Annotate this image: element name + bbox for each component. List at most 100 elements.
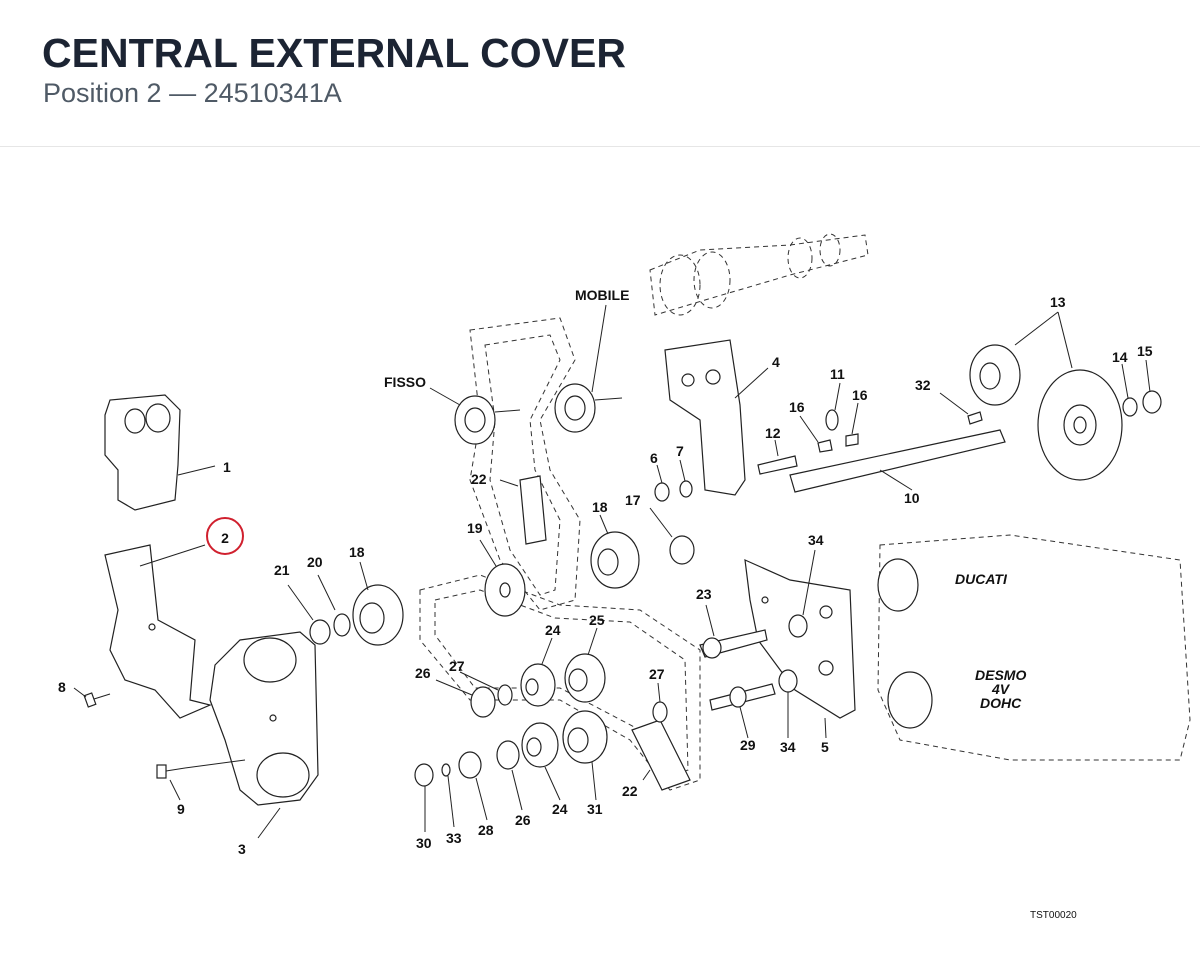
- label-10: 10: [904, 490, 920, 506]
- label-13: 13: [1050, 294, 1066, 310]
- page-subtitle: Position 2 — 24510341A: [43, 78, 342, 108]
- part-26-ring-lower[interactable]: [496, 740, 523, 811]
- label-30: 30: [416, 835, 432, 851]
- label-mobile: MOBILE: [575, 287, 629, 303]
- part-15-nut[interactable]: [1142, 359, 1162, 414]
- label-17: 17: [625, 492, 641, 508]
- label-4: 4: [772, 354, 780, 370]
- label-11: 11: [830, 366, 845, 382]
- part-10-shaft[interactable]: [789, 429, 1006, 493]
- part-22-belt-segment-upper[interactable]: [499, 475, 547, 545]
- part-6-nut[interactable]: [654, 464, 670, 502]
- label-34-lower: 34: [780, 739, 796, 755]
- label-23: 23: [696, 586, 712, 602]
- label-31: 31: [587, 801, 603, 817]
- page-header: CENTRAL EXTERNAL COVER Position 2 — 2451…: [0, 0, 1200, 147]
- roller-mobile[interactable]: [554, 304, 623, 433]
- label-15: 15: [1137, 343, 1153, 359]
- part-30-nut[interactable]: [414, 763, 434, 832]
- label-7: 7: [676, 443, 684, 459]
- part-13-gear-large[interactable]: [1014, 311, 1123, 481]
- label-25: 25: [589, 612, 605, 628]
- part-28-bush[interactable]: [458, 751, 488, 821]
- label-34-upper: 34: [808, 532, 824, 548]
- part-2-central-external-cover[interactable]: [104, 544, 212, 719]
- label-9: 9: [177, 801, 185, 817]
- part-18-pulley-lower[interactable]: [352, 561, 404, 646]
- page-title: CENTRAL EXTERNAL COVER: [42, 30, 626, 76]
- part-19-washer[interactable]: [479, 539, 526, 617]
- timing-belt: [419, 317, 701, 791]
- camshaft-ghost: [649, 233, 869, 316]
- part-3-lower-cover[interactable]: [209, 631, 319, 839]
- label-24-lower: 24: [552, 801, 568, 817]
- part-16-key-left[interactable]: [799, 415, 833, 453]
- label-18-upper: 18: [592, 499, 608, 515]
- label-27-lower: 27: [649, 666, 665, 682]
- part-labels: MOBILE FISSO 1 3 4 5 6 7 8 9 10 11 12 13…: [58, 287, 1153, 921]
- label-8: 8: [58, 679, 66, 695]
- label-6: 6: [650, 450, 658, 466]
- part-31-idler-lower[interactable]: [562, 710, 608, 801]
- part-9-screw[interactable]: [156, 759, 246, 801]
- label-14: 14: [1112, 349, 1128, 365]
- label-21: 21: [274, 562, 290, 578]
- label-26-upper: 26: [415, 665, 431, 681]
- label-fisso: FISSO: [384, 374, 426, 390]
- label-22-upper: 22: [471, 471, 487, 487]
- label-33: 33: [446, 830, 462, 846]
- part-24-idler-upper[interactable]: [520, 637, 556, 707]
- highlighted-callout-2[interactable]: 2: [206, 517, 244, 555]
- label-3: 3: [238, 841, 246, 857]
- part-23-stud[interactable]: [699, 604, 768, 659]
- svg-text:DESMO: DESMO: [975, 667, 1026, 683]
- part-14-washer[interactable]: [1121, 363, 1138, 417]
- part-26-ring-upper[interactable]: [435, 679, 496, 718]
- part-24-idler-lower[interactable]: [521, 722, 561, 801]
- label-32: 32: [915, 377, 931, 393]
- part-17-bush[interactable]: [649, 507, 695, 565]
- exploded-parts-diagram: DUCATI DESMO 4V DOHC: [58, 233, 1191, 921]
- part-34-washer-upper[interactable]: [788, 549, 816, 638]
- label-26-lower: 26: [515, 812, 531, 828]
- part-5-plate[interactable]: [744, 559, 856, 739]
- reference-code: TST00020: [1030, 910, 1077, 921]
- engine-block: DUCATI DESMO 4V DOHC: [877, 534, 1191, 761]
- part-22-belt-segment-lower[interactable]: [631, 719, 691, 791]
- part-16-key-right[interactable]: [845, 402, 859, 447]
- label-12: 12: [765, 425, 781, 441]
- label-5: 5: [821, 739, 829, 755]
- label-20: 20: [307, 554, 323, 570]
- part-4-bracket[interactable]: [664, 339, 769, 496]
- label-18-lower: 18: [349, 544, 365, 560]
- label-27-upper: 27: [449, 658, 465, 674]
- part-13-gear-small[interactable]: [969, 344, 1021, 406]
- callout-2-label: 2: [221, 530, 229, 546]
- part-8-screw[interactable]: [73, 687, 111, 708]
- part-33-washer[interactable]: [441, 763, 455, 828]
- part-34-washer-lower[interactable]: [778, 669, 798, 738]
- svg-text:DOHC: DOHC: [980, 695, 1022, 711]
- label-16-left: 16: [789, 399, 805, 415]
- part-12-stud[interactable]: [757, 439, 798, 475]
- part-25-idler-upper[interactable]: [564, 627, 606, 703]
- svg-text:4V: 4V: [991, 681, 1011, 697]
- label-24-upper: 24: [545, 622, 561, 638]
- part-20-spacer[interactable]: [317, 574, 351, 637]
- part-18-pulley-upper[interactable]: [590, 514, 640, 589]
- label-19: 19: [467, 520, 483, 536]
- part-32-key[interactable]: [939, 392, 983, 425]
- part-29-stud[interactable]: [709, 683, 776, 739]
- part-27-circlip-upper[interactable]: [459, 671, 513, 706]
- label-1: 1: [223, 459, 231, 475]
- part-27-circlip-lower[interactable]: [652, 682, 668, 723]
- label-28: 28: [478, 822, 494, 838]
- svg-text:DUCATI: DUCATI: [955, 571, 1008, 587]
- part-11-circlip[interactable]: [825, 382, 841, 431]
- part-21-nut[interactable]: [287, 584, 331, 645]
- label-29: 29: [740, 737, 756, 753]
- label-16-right: 16: [852, 387, 868, 403]
- part-1-upper-cover[interactable]: [104, 394, 216, 511]
- roller-fisso[interactable]: [429, 387, 521, 445]
- part-7-washer[interactable]: [679, 459, 693, 498]
